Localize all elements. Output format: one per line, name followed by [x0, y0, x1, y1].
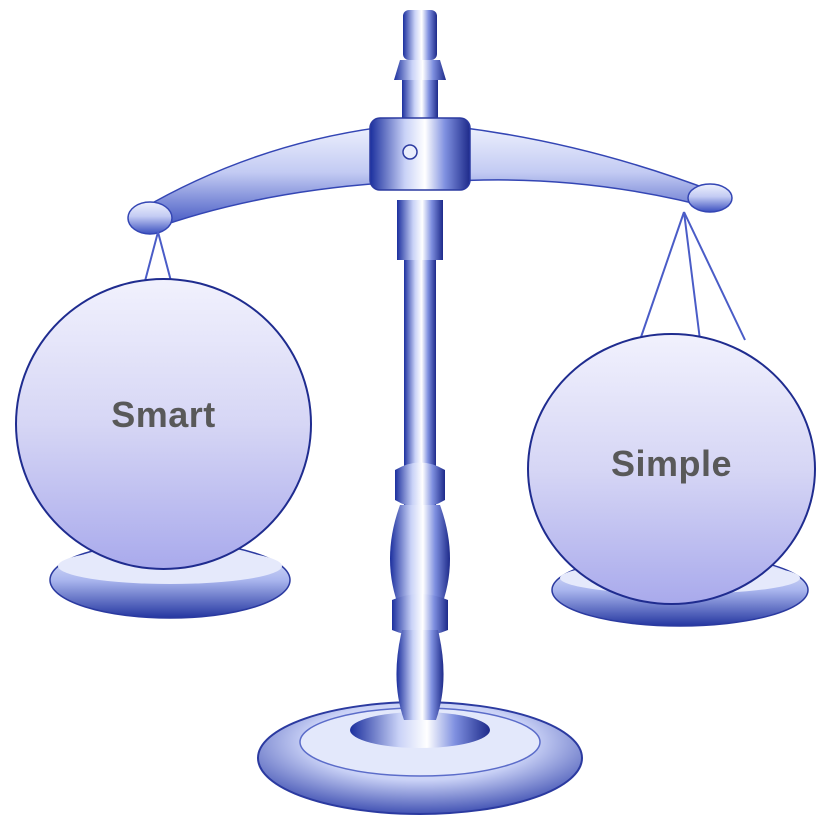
right-pan-label: Simple: [610, 443, 733, 484]
scale-base: [257, 701, 583, 815]
scale-beam: [127, 117, 733, 235]
scale-finial: [394, 10, 446, 125]
left-pan-bubble: Smart: [15, 278, 312, 570]
left-pan-label: Smart: [111, 394, 216, 435]
scale-column: [390, 200, 450, 720]
scale-chains: [139, 211, 746, 341]
right-pan-bubble: Simple: [527, 333, 816, 605]
